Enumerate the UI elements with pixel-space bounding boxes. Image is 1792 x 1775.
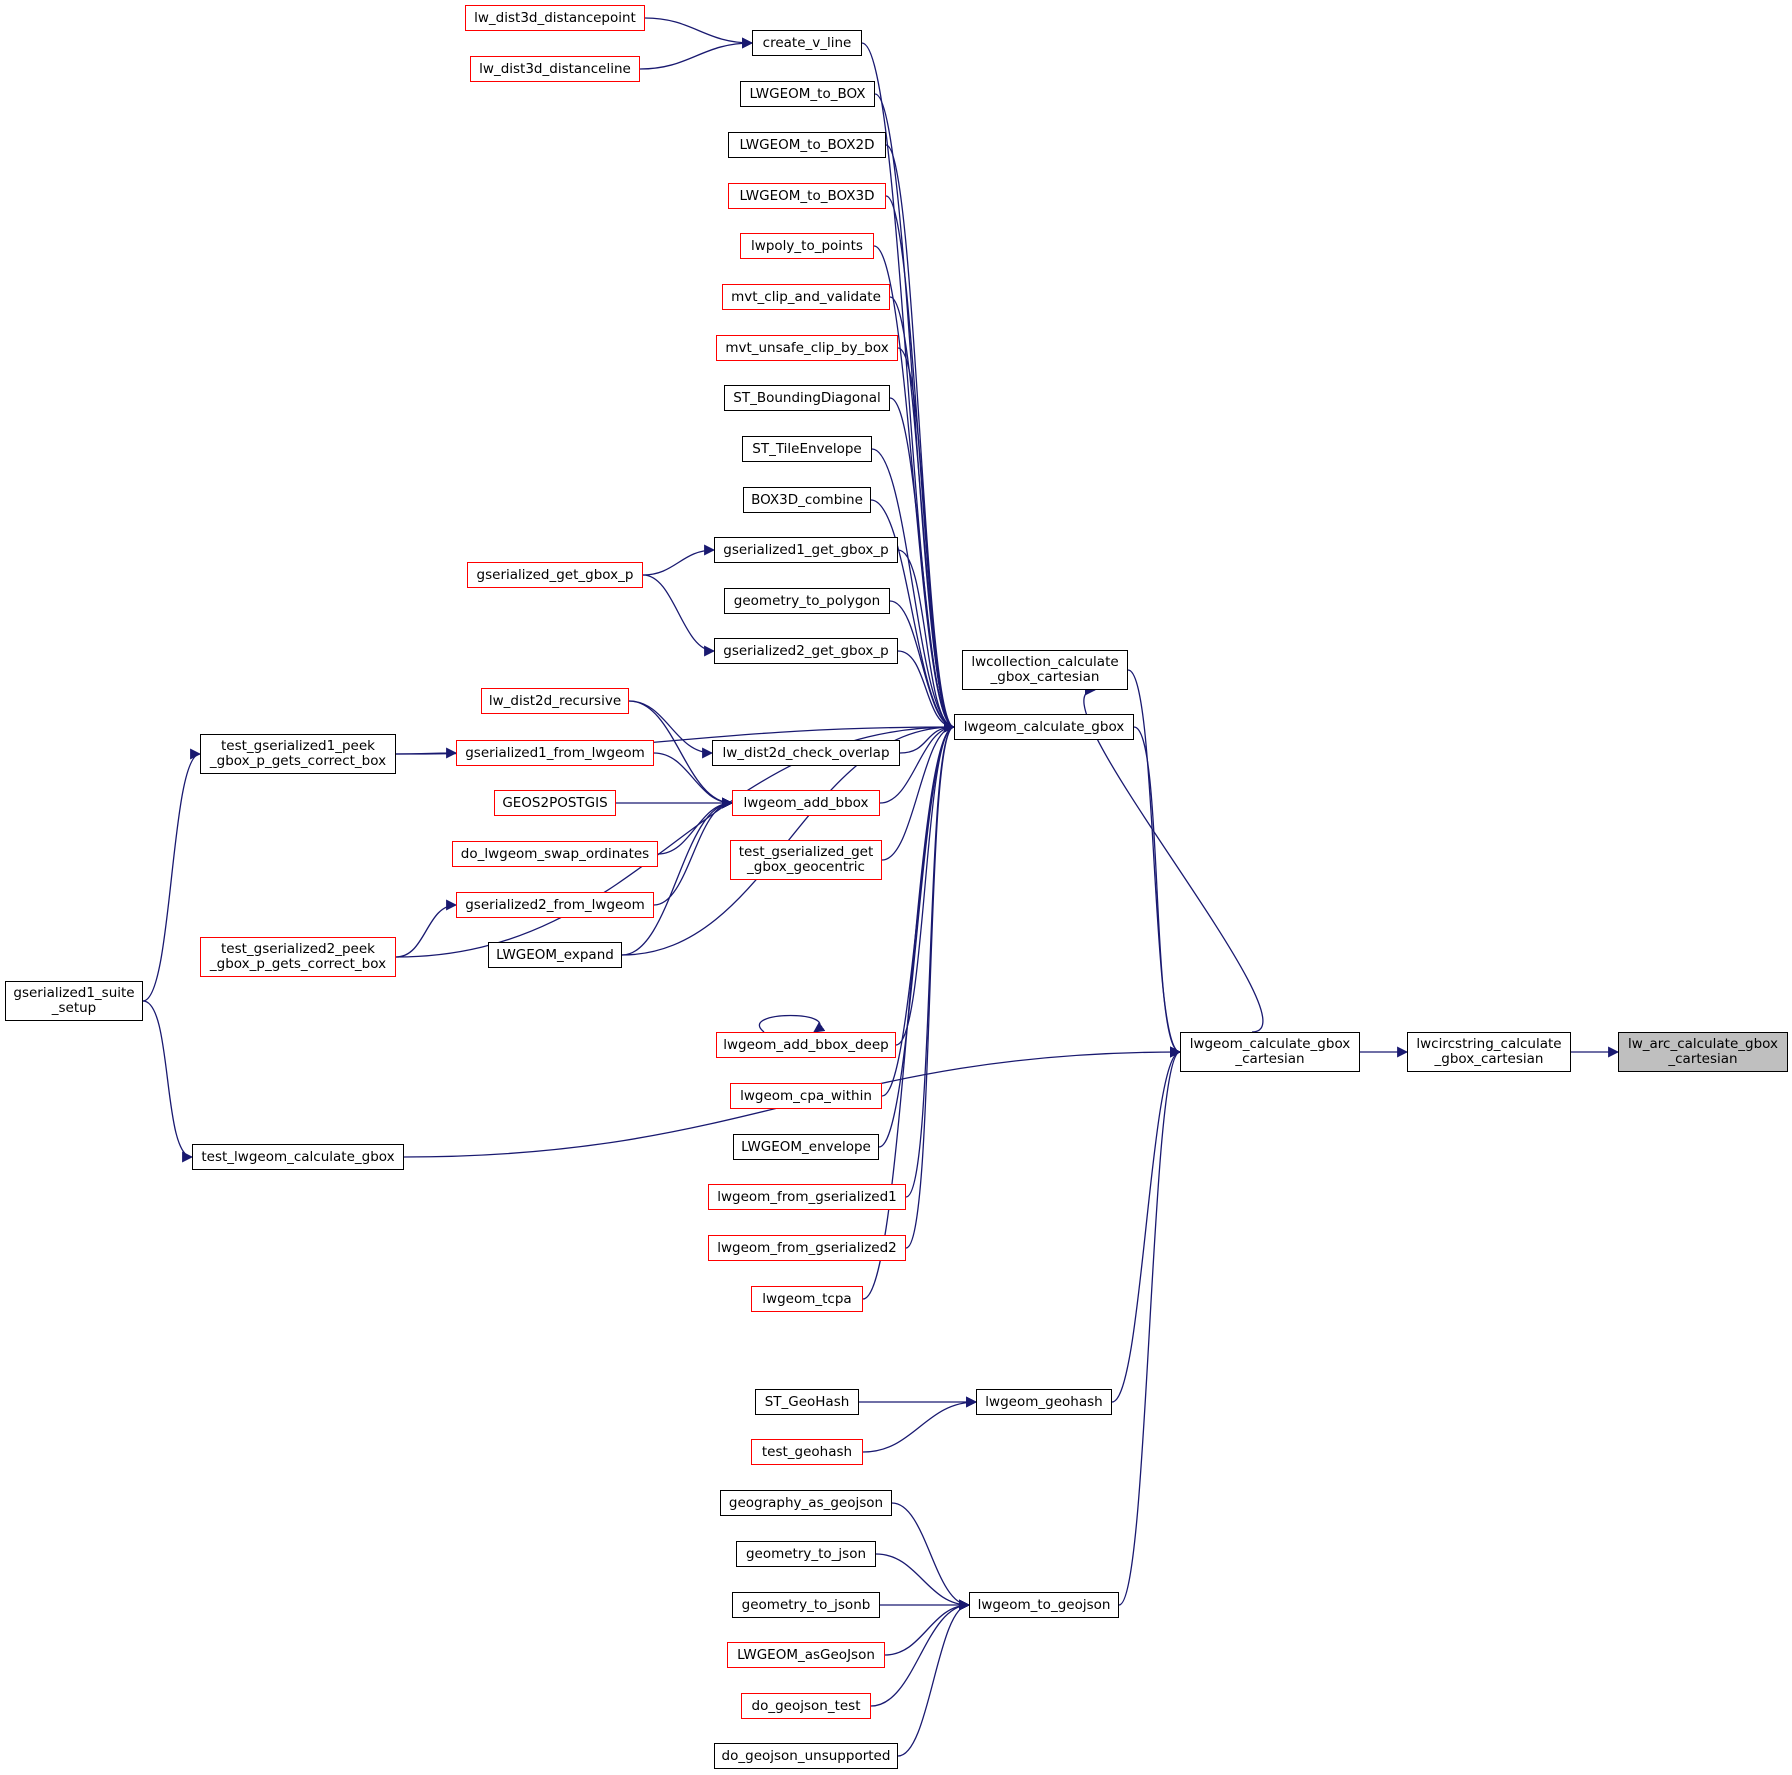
edge-lwgeom-tcpa-to-lwgeom-calculate-gbox xyxy=(862,721,956,1300)
edge-lwgeom-calculate-gbox-to-lwgeom-calculate-gbox-cartesian xyxy=(1133,726,1182,1058)
node-create-v-line[interactable]: create_v_line xyxy=(752,30,862,56)
node-lwgeom-to-box2d[interactable]: LWGEOM_to_BOX2D xyxy=(728,132,886,158)
node-lwcircstring-calculate-gbox-cartesian[interactable]: lwcircstring_calculate _gbox_cartesian xyxy=(1407,1032,1571,1072)
node-do-geojson-test[interactable]: do_geojson_test xyxy=(741,1693,871,1719)
edge-box3d-combine-to-lwgeom-calculate-gbox xyxy=(870,499,956,733)
node-lwgeom-tcpa[interactable]: lwgeom_tcpa xyxy=(751,1286,863,1312)
edge-lwgeom-add-bbox-to-lwgeom-calculate-gbox xyxy=(879,721,956,804)
edge-lwgeom-add-bbox-deep-to-lwgeom-add-bbox-deep xyxy=(758,1014,826,1033)
node-lwgeom-calculate-gbox[interactable]: lwgeom_calculate_gbox xyxy=(954,714,1134,740)
edge-geometry-to-json-to-lwgeom-to-geojson xyxy=(875,1553,971,1611)
node-geography-as-geojson[interactable]: geography_as_geojson xyxy=(720,1490,892,1516)
edge-lwgeom-expand-to-lwgeom-add-bbox xyxy=(621,797,734,956)
edge-test-gserialized1-peek-gbox-p-gets-correct-box-to-gserialized1-from-lwgeom xyxy=(395,747,458,759)
edge-gserialized1-from-lwgeom-to-lwgeom-add-bbox xyxy=(653,752,734,809)
node-lwgeom-from-gserialized1[interactable]: lwgeom_from_gserialized1 xyxy=(708,1184,906,1210)
node-st-geohash[interactable]: ST_GeoHash xyxy=(755,1389,859,1415)
node-lwgeom-to-box3d[interactable]: LWGEOM_to_BOX3D xyxy=(728,183,886,209)
node-lwgeom-envelope[interactable]: LWGEOM_envelope xyxy=(733,1134,879,1160)
edge-lwgeom-to-geojson-to-lwgeom-calculate-gbox-cartesian xyxy=(1118,1046,1182,1606)
edge-gserialized1-suite-setup-to-test-lwgeom-calculate-gbox xyxy=(142,1000,194,1163)
node-st-boundingdiagonal[interactable]: ST_BoundingDiagonal xyxy=(724,385,890,411)
edge-st-boundingdiagonal-to-lwgeom-calculate-gbox xyxy=(889,397,956,733)
node-lwcollection-calculate-gbox-cartesian[interactable]: lwcollection_calculate _gbox_cartesian xyxy=(962,650,1128,690)
node-lwpoly-to-points[interactable]: lwpoly_to_points xyxy=(740,233,874,259)
edge-lwgeom-add-bbox-deep-to-lwgeom-calculate-gbox xyxy=(895,721,956,1046)
edge-test-gserialized-get-gbox-geocentric-to-lwgeom-calculate-gbox xyxy=(881,721,956,861)
node-lwgeom-calculate-gbox-cartesian[interactable]: lwgeom_calculate_gbox _cartesian xyxy=(1180,1032,1360,1072)
node-gserialized2-from-lwgeom[interactable]: gserialized2_from_lwgeom xyxy=(456,892,654,918)
edge-test-geohash-to-lwgeom-geohash xyxy=(862,1396,978,1453)
node-gserialized-get-gbox-p[interactable]: gserialized_get_gbox_p xyxy=(467,562,643,588)
edge-lwgeom-calculate-gbox-cartesian-to-lwcollection-calculate-gbox-cartesian xyxy=(1083,684,1264,1033)
edge-lw-dist3d-distanceline-to-create-v-line xyxy=(639,37,754,70)
node-test-gserialized1-peek-gbox-p-gets-correct-box[interactable]: test_gserialized1_peek _gbox_p_gets_corr… xyxy=(200,734,396,774)
edge-gserialized1-get-gbox-p-to-lwgeom-calculate-gbox xyxy=(897,549,956,733)
node-lwgeom-cpa-within[interactable]: lwgeom_cpa_within xyxy=(730,1083,882,1109)
edge-gserialized-get-gbox-p-to-gserialized2-get-gbox-p xyxy=(642,574,716,657)
node-gserialized1-suite-setup[interactable]: gserialized1_suite _setup xyxy=(5,981,143,1021)
node-lwgeom-to-geojson[interactable]: lwgeom_to_geojson xyxy=(969,1592,1119,1618)
edge-gserialized-get-gbox-p-to-gserialized1-get-gbox-p xyxy=(642,544,716,576)
node-lw-arc-calculate-gbox-cartesian: lw_arc_calculate_gbox _cartesian xyxy=(1618,1032,1788,1072)
node-lwgeom-asgeojson[interactable]: LWGEOM_asGeoJson xyxy=(727,1642,885,1668)
node-lwgeom-add-bbox[interactable]: lwgeom_add_bbox xyxy=(732,790,880,816)
node-do-geojson-unsupported[interactable]: do_geojson_unsupported xyxy=(714,1743,898,1769)
node-lwgeom-expand[interactable]: LWGEOM_expand xyxy=(488,942,622,968)
node-mvt-clip-and-validate[interactable]: mvt_clip_and_validate xyxy=(722,284,890,310)
node-lw-dist2d-check-overlap[interactable]: lw_dist2d_check_overlap xyxy=(712,740,900,766)
node-gserialized2-get-gbox-p[interactable]: gserialized2_get_gbox_p xyxy=(714,638,898,664)
node-geos2postgis[interactable]: GEOS2POSTGIS xyxy=(494,790,616,816)
edge-lwgeom-geohash-to-lwgeom-calculate-gbox-cartesian xyxy=(1111,1046,1182,1403)
node-mvt-unsafe-clip-by-box[interactable]: mvt_unsafe_clip_by_box xyxy=(716,335,898,361)
edge-lw-dist3d-distancepoint-to-create-v-line xyxy=(644,17,754,49)
node-test-gserialized-get-gbox-geocentric[interactable]: test_gserialized_get _gbox_geocentric xyxy=(730,840,882,880)
node-test-gserialized2-peek-gbox-p-gets-correct-box[interactable]: test_gserialized2_peek _gbox_p_gets_corr… xyxy=(200,937,396,977)
node-geometry-to-polygon[interactable]: geometry_to_polygon xyxy=(724,588,890,614)
node-lwgeom-geohash[interactable]: lwgeom_geohash xyxy=(976,1389,1112,1415)
node-do-lwgeom-swap-ordinates[interactable]: do_lwgeom_swap_ordinates xyxy=(452,841,658,867)
edge-do-geojson-unsupported-to-lwgeom-to-geojson xyxy=(897,1599,971,1757)
edge-lwgeom-asgeojson-to-lwgeom-to-geojson xyxy=(884,1599,971,1656)
edge-lw-dist2d-recursive-to-lwgeom-add-bbox xyxy=(628,700,734,809)
node-geometry-to-jsonb[interactable]: geometry_to_jsonb xyxy=(732,1592,880,1618)
edge-gserialized2-from-lwgeom-to-lwgeom-add-bbox xyxy=(653,797,734,906)
node-lw-dist2d-recursive[interactable]: lw_dist2d_recursive xyxy=(481,688,629,714)
node-lw-dist3d-distanceline[interactable]: lw_dist3d_distanceline xyxy=(470,56,640,82)
node-gserialized1-get-gbox-p[interactable]: gserialized1_get_gbox_p xyxy=(714,537,898,563)
node-geometry-to-json[interactable]: geometry_to_json xyxy=(736,1541,876,1567)
node-st-tileenvelope[interactable]: ST_TileEnvelope xyxy=(742,436,872,462)
node-gserialized1-from-lwgeom[interactable]: gserialized1_from_lwgeom xyxy=(456,740,654,766)
node-box3d-combine[interactable]: BOX3D_combine xyxy=(743,487,871,513)
node-lwgeom-from-gserialized2[interactable]: lwgeom_from_gserialized2 xyxy=(708,1235,906,1261)
node-lw-dist3d-distancepoint[interactable]: lw_dist3d_distancepoint xyxy=(465,5,645,31)
node-test-geohash[interactable]: test_geohash xyxy=(751,1439,863,1465)
edge-do-geojson-test-to-lwgeom-to-geojson xyxy=(870,1599,971,1707)
edge-mvt-unsafe-clip-by-box-to-lwgeom-calculate-gbox xyxy=(897,347,956,733)
edge-geography-as-geojson-to-lwgeom-to-geojson xyxy=(891,1502,971,1611)
edge-lwgeom-from-gserialized2-to-lwgeom-calculate-gbox xyxy=(905,721,956,1249)
edge-test-gserialized2-peek-gbox-p-gets-correct-box-to-gserialized2-from-lwgeom xyxy=(395,899,458,958)
edge-lwgeom-envelope-to-lwgeom-calculate-gbox xyxy=(878,721,956,1148)
node-test-lwgeom-calculate-gbox[interactable]: test_lwgeom_calculate_gbox xyxy=(192,1144,404,1170)
edge-gserialized1-suite-setup-to-test-gserialized1-peek-gbox-p-gets-correct-box xyxy=(142,748,202,1002)
node-lwgeom-add-bbox-deep[interactable]: lwgeom_add_bbox_deep xyxy=(716,1032,896,1058)
node-lwgeom-to-box[interactable]: LWGEOM_to_BOX xyxy=(740,81,875,107)
